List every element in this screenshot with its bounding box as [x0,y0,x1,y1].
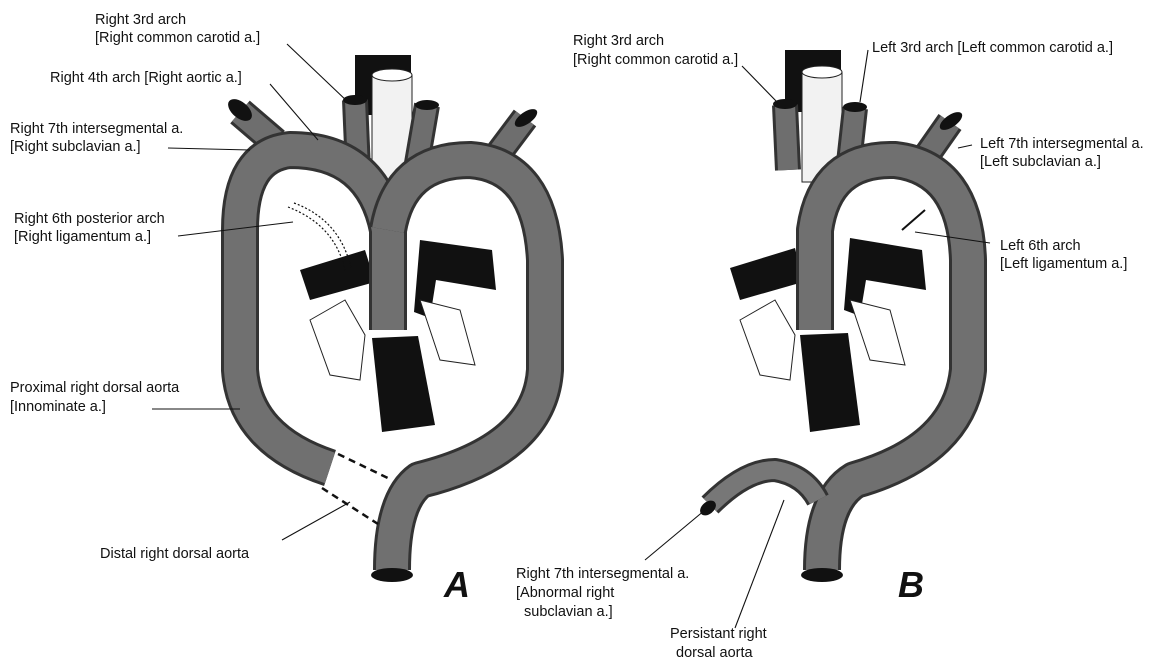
panel-a-letter: A [443,564,470,605]
label-right-7th-intersegmental-b: Right 7th intersegmental a. [516,566,689,582]
label-left-ligamentum: [Left ligamentum a.] [1000,256,1127,272]
label-right-6th-posterior-arch: Right 6th posterior arch [14,211,165,227]
label-distal-right-dorsal-aorta: Distal right dorsal aorta [100,546,250,562]
label-right-4th-arch: Right 4th arch [Right aortic a.] [50,70,242,86]
label-persistant-right: Persistant right [670,626,767,642]
panel-b: Right 3rd arch [Right common carotid a.]… [516,33,1144,661]
label-abnormal-right: [Abnormal right [516,585,614,601]
label-left-subclavian: [Left subclavian a.] [980,154,1101,170]
label-left-7th-intersegmental-a: Left 7th intersegmental a. [980,136,1144,152]
label-right-7th-intersegmental-a: Right 7th intersegmental a. [10,121,183,137]
label-right-subclavian: [Right subclavian a.] [10,139,141,155]
label-right-3rd-arch-b: Right 3rd arch [573,33,664,49]
panel-b-letter: B [898,564,924,605]
label-proximal-right-dorsal-aorta: Proximal right dorsal aorta [10,380,180,396]
label-left-6th-arch: Left 6th arch [1000,238,1081,254]
label-dorsal-aorta: dorsal aorta [676,645,754,661]
label-left-3rd-arch: Left 3rd arch [Left common carotid a.] [872,40,1113,56]
label-right-common-carotid-a: [Right common carotid a.] [95,30,260,46]
label-innominate: [Innominate a.] [10,399,106,415]
label-right-ligamentum: [Right ligamentum a.] [14,229,151,245]
panel-a: Right 3rd arch [Right common carotid a.]… [10,12,545,605]
label-right-3rd-arch-a: Right 3rd arch [95,12,186,28]
label-right-common-carotid-b: [Right common carotid a.] [573,52,738,68]
panel-b-ligament [902,210,925,230]
label-subclavian-b: subclavian a.] [524,604,613,620]
